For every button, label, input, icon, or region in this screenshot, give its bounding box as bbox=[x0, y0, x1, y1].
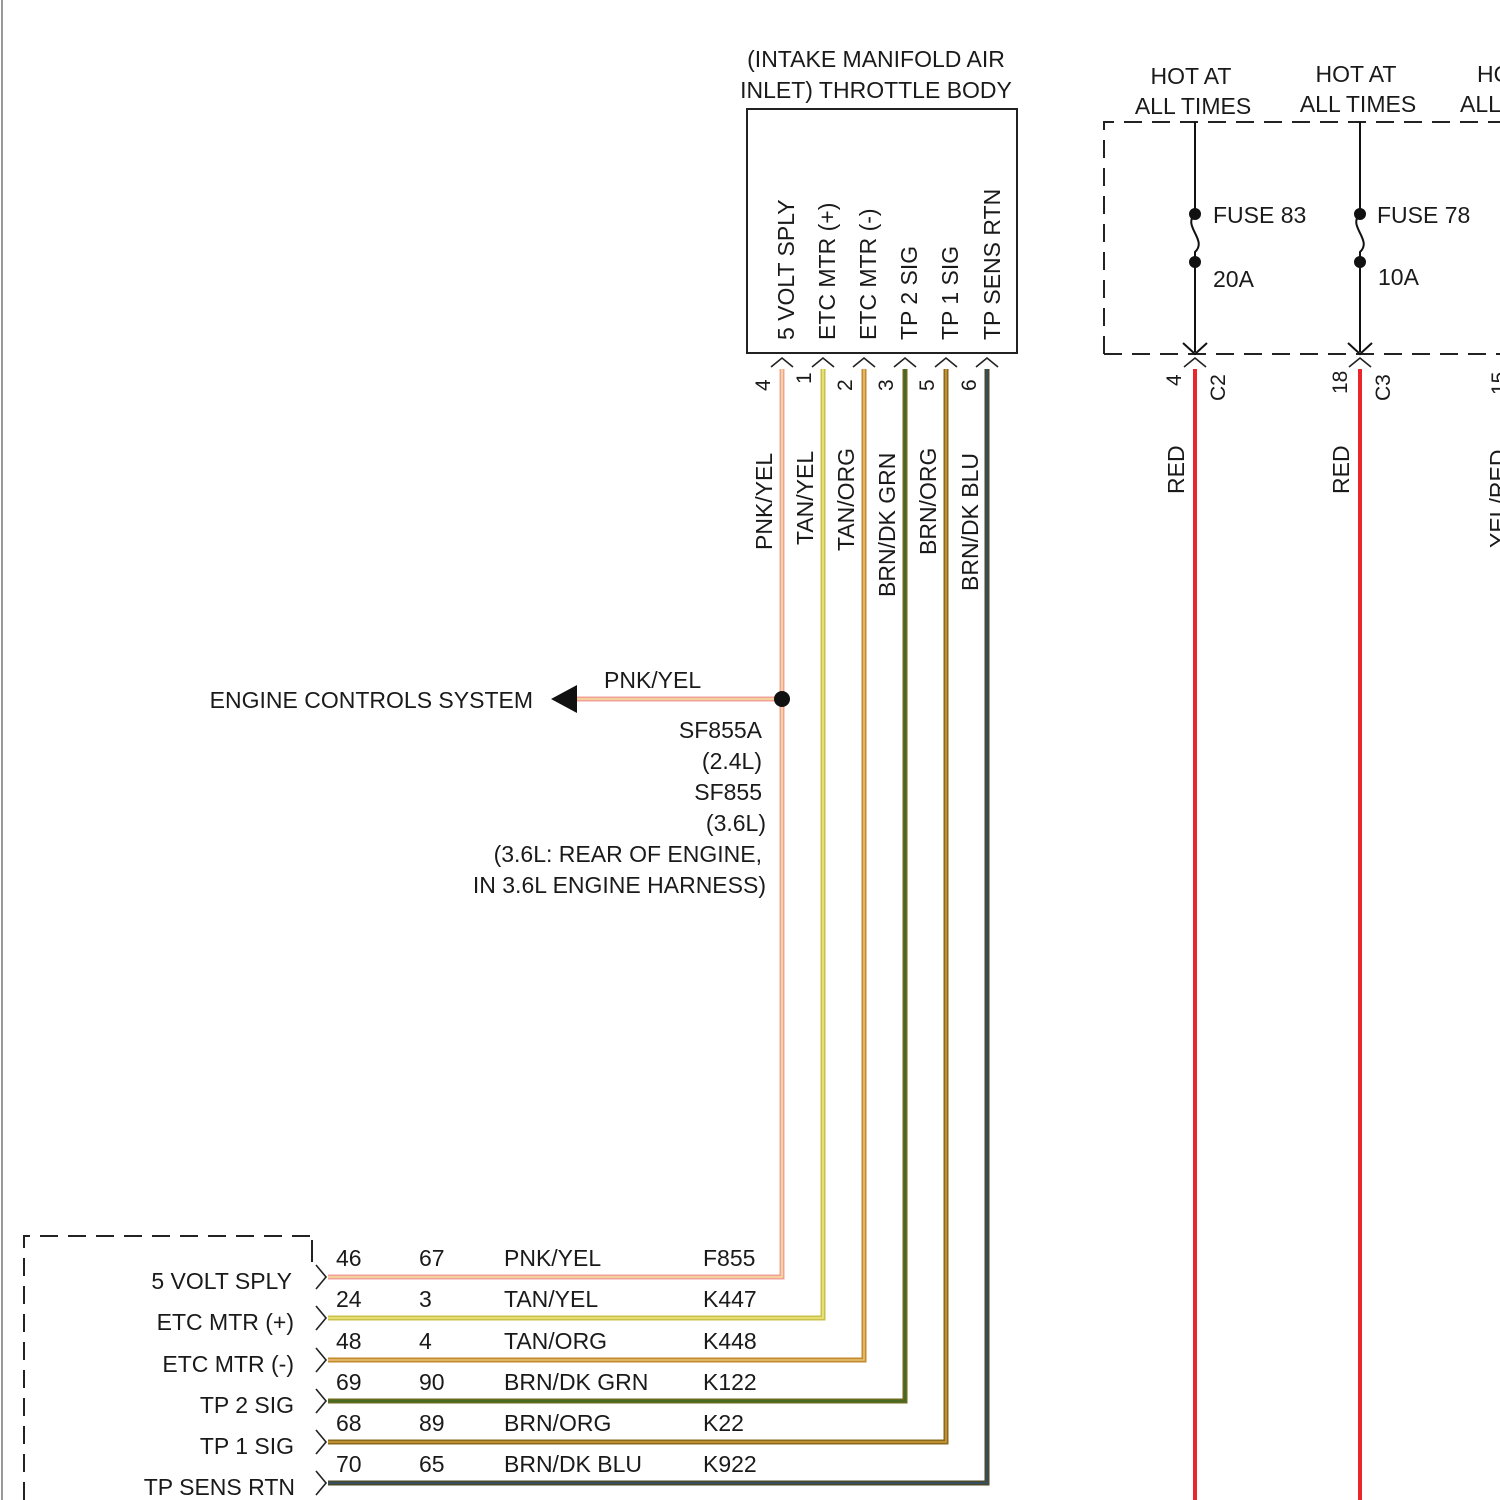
fuse-box: HOT AT ALL TIMES HOT AT ALL TIMES HO ALL… bbox=[1104, 61, 1500, 1500]
pcm-pin-label: ETC MTR (+) bbox=[157, 1309, 294, 1335]
splice-note: (3.6L: REAR OF ENGINE, bbox=[494, 841, 762, 867]
throttle-body-title-line2: INLET) THROTTLE BODY bbox=[740, 77, 1012, 103]
fuse-wire-color-label-partial: YEL/RED bbox=[1485, 450, 1500, 548]
hot-at-label: HOT AT bbox=[1316, 61, 1397, 87]
fuse-connector-id: C2 bbox=[1207, 374, 1230, 401]
tb-wire-color-label: BRN/DK BLU bbox=[957, 453, 983, 591]
pcm-pin-a: 48 bbox=[336, 1328, 362, 1354]
hot-at-label: ALL bbox=[1460, 91, 1500, 117]
fuse-name: FUSE 83 bbox=[1213, 202, 1306, 228]
tb-pin-number: 2 bbox=[834, 379, 857, 391]
pcm-pin-label: 5 VOLT SPLY bbox=[151, 1268, 292, 1294]
fuse-icon bbox=[1191, 214, 1199, 262]
pcm-pin-a: 46 bbox=[336, 1245, 362, 1271]
splice-wire-label: PNK/YEL bbox=[604, 667, 701, 693]
pcm-pin-label: TP 2 SIG bbox=[200, 1392, 294, 1418]
pcm-pin-a: 70 bbox=[336, 1451, 362, 1477]
pcm-pin-b: 67 bbox=[419, 1245, 445, 1271]
fuse-connector-terminal bbox=[1184, 358, 1206, 367]
pcm-wire-color: BRN/DK GRN bbox=[504, 1369, 648, 1395]
pcm-pin-b: 4 bbox=[419, 1328, 432, 1354]
pcm-pin-label: TP SENS RTN bbox=[144, 1474, 295, 1500]
fuse-icon bbox=[1356, 214, 1364, 262]
splice-dot bbox=[774, 691, 790, 707]
hot-at-label: HO bbox=[1477, 61, 1500, 87]
splice-note: (2.4L) bbox=[702, 748, 762, 774]
fuse-rating: 10A bbox=[1378, 264, 1420, 290]
tb-pin-label-etc-plus: ETC MTR (+) bbox=[814, 203, 840, 340]
fuse-connector-terminal bbox=[1349, 358, 1371, 367]
splice-group: ENGINE CONTROLS SYSTEM PNK/YEL SF855A (2… bbox=[210, 667, 790, 898]
splice-note: SF855 bbox=[694, 779, 762, 805]
fuse-wire-color-label: RED bbox=[1163, 445, 1189, 494]
pcm-connector-terminals bbox=[316, 1265, 326, 1495]
tb-wire-color-label: BRN/DK GRN bbox=[874, 453, 900, 597]
fuse-name: FUSE 78 bbox=[1377, 202, 1470, 228]
splice-note: SF855A bbox=[679, 717, 763, 743]
pcm-pin-a: 69 bbox=[336, 1369, 362, 1395]
tb-wire-color-label: PNK/YEL bbox=[751, 453, 777, 550]
tb-connector-terminals bbox=[771, 358, 998, 367]
tb-wire-color-label: TAN/YEL bbox=[792, 451, 818, 545]
tb-pin-label-etc-minus: ETC MTR (-) bbox=[855, 208, 881, 340]
arrow-left-icon bbox=[551, 685, 577, 713]
tb-pin-label-tp2: TP 2 SIG bbox=[896, 246, 922, 340]
fuse-pin-number: 4 bbox=[1163, 374, 1186, 386]
pcm-circuit-id: K122 bbox=[703, 1369, 757, 1395]
tb-pin-label-5v: 5 VOLT SPLY bbox=[773, 199, 799, 340]
pcm-circuit-id: K447 bbox=[703, 1286, 757, 1312]
pcm-pin-b: 65 bbox=[419, 1451, 445, 1477]
fuse-pin-number: 18 bbox=[1329, 371, 1352, 394]
fuse-box-border-top bbox=[1104, 122, 1500, 354]
pcm-pin-label: ETC MTR (-) bbox=[162, 1351, 294, 1377]
fuse-wire-color-label: RED bbox=[1328, 445, 1354, 494]
fuse-rating: 20A bbox=[1213, 266, 1255, 292]
pcm-pin-b: 90 bbox=[419, 1369, 445, 1395]
pcm-pin-b: 3 bbox=[419, 1286, 432, 1312]
hot-at-label: ALL TIMES bbox=[1135, 93, 1251, 119]
splice-note: (3.6L) bbox=[706, 810, 766, 836]
hot-at-label: HOT AT bbox=[1151, 63, 1232, 89]
throttle-body-title-line1: (INTAKE MANIFOLD AIR bbox=[747, 46, 1005, 72]
pcm-circuit-id: K22 bbox=[703, 1410, 744, 1436]
hot-at-label: ALL TIMES bbox=[1300, 91, 1416, 117]
tb-pin-number: 4 bbox=[752, 379, 775, 391]
splice-destination: ENGINE CONTROLS SYSTEM bbox=[210, 687, 533, 713]
pcm-pin-label: TP 1 SIG bbox=[200, 1433, 294, 1459]
splice-note: IN 3.6L ENGINE HARNESS) bbox=[473, 872, 766, 898]
pcm-wire-color: TAN/YEL bbox=[504, 1286, 598, 1312]
tb-pin-number: 3 bbox=[875, 379, 898, 391]
pcm-wire-color: BRN/DK BLU bbox=[504, 1451, 642, 1477]
tb-pin-number: 1 bbox=[793, 372, 816, 384]
tb-pin-number: 5 bbox=[916, 379, 939, 391]
pcm-pin-a: 68 bbox=[336, 1410, 362, 1436]
pcm-pin-b: 89 bbox=[419, 1410, 445, 1436]
pcm-wire-color: PNK/YEL bbox=[504, 1245, 601, 1271]
tb-pin-number: 6 bbox=[958, 379, 981, 391]
tb-wire-color-label: TAN/ORG bbox=[833, 448, 859, 551]
pcm-wire-color: TAN/ORG bbox=[504, 1328, 607, 1354]
fuse-connector-id: C3 bbox=[1372, 374, 1395, 401]
pcm-pin-a: 24 bbox=[336, 1286, 362, 1312]
fuse-pin-number-partial: 15 bbox=[1488, 372, 1500, 395]
pcm-circuit-id: K922 bbox=[703, 1451, 757, 1477]
pcm-circuit-id: F855 bbox=[703, 1245, 755, 1271]
pcm-wire-color: BRN/ORG bbox=[504, 1410, 611, 1436]
pcm-circuit-id: K448 bbox=[703, 1328, 757, 1354]
tb-pin-label-rtn: TP SENS RTN bbox=[979, 189, 1005, 340]
tb-pin-label-tp1: TP 1 SIG bbox=[937, 246, 963, 340]
tb-wire-color-label: BRN/ORG bbox=[915, 448, 941, 555]
